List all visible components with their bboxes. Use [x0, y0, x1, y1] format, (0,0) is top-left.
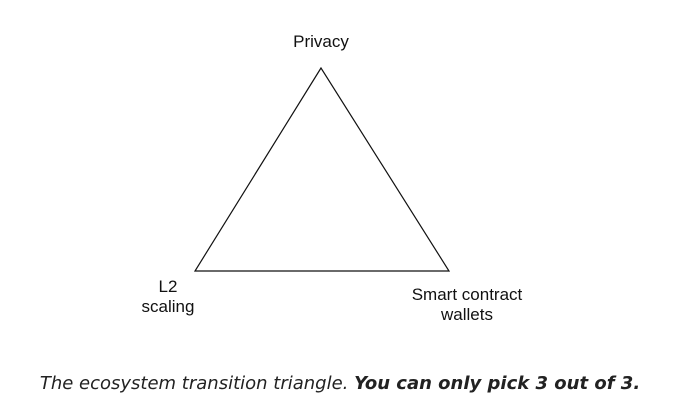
triangle-shape [193, 66, 451, 272]
triangle-diagram: Privacy L2 scaling Smart contract wallet… [128, 32, 542, 325]
vertex-label-smart-contract-wallets: Smart contract wallets [392, 285, 542, 325]
vertex-label-l2-scaling-line-1: L2 [158, 277, 178, 296]
figure-caption: The ecosystem transition triangle. You c… [0, 372, 680, 396]
triangle-svg [193, 66, 451, 272]
caption-text: The ecosystem transition triangle. [39, 373, 355, 394]
vertex-label-smart-contract-wallets-line-2: wallets [441, 305, 493, 324]
vertex-label-privacy-line-1: Privacy [293, 32, 349, 51]
vertex-label-l2-scaling-line-2: scaling [141, 297, 195, 316]
vertex-label-smart-contract-wallets-line-1: Smart contract [411, 285, 523, 304]
vertex-label-privacy: Privacy [271, 32, 371, 52]
vertex-label-l2-scaling: L2 scaling [128, 277, 208, 317]
caption-emphasis: You can only pick 3 out of 3. [354, 373, 641, 394]
